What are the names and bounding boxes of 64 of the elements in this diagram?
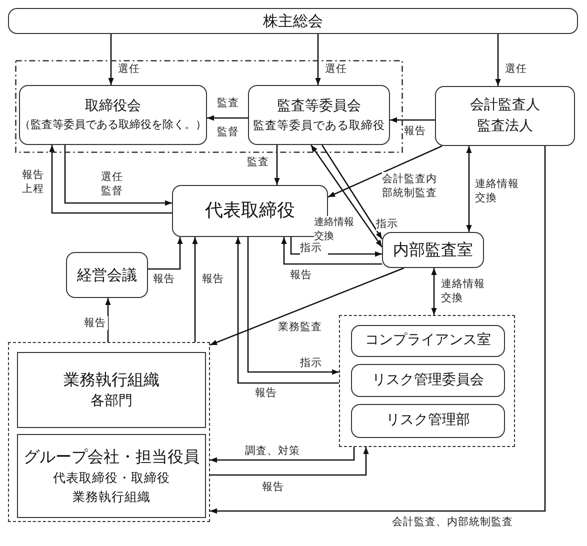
rounded-box: [435, 86, 575, 146]
process-box: [17, 352, 206, 428]
box-title: 取締役会: [85, 98, 141, 116]
edge-label: 連絡情報交換: [475, 177, 519, 205]
process-box: [17, 434, 206, 518]
box-title: グループ会社・担当役員: [24, 447, 200, 468]
box-title: 内部監査室: [393, 240, 473, 260]
box-title: 監査等委員会: [277, 98, 361, 116]
box-title: 株主総会: [263, 12, 323, 30]
group-frame: [15, 60, 403, 153]
arrow: [64, 145, 172, 206]
edge-label: 選任監督: [101, 170, 125, 198]
box-subtitle: （監査等委員である取締役を除く。）: [20, 118, 206, 132]
box-title: 代表取締役: [205, 200, 295, 222]
box-title: リスク管理委員会: [372, 372, 484, 390]
box-subtitle: 各部門: [90, 392, 132, 410]
edge-label: 報告: [84, 316, 108, 330]
arrow: [105, 298, 111, 342]
arrow: [210, 447, 355, 463]
arrow: [328, 145, 442, 198]
box-title: リスク管理部: [386, 412, 470, 430]
rounded-box: [66, 252, 148, 298]
box-subtitle: 業務執行組織: [72, 489, 150, 505]
box-subtitle: 監査法人: [477, 118, 533, 135]
edge-label: 報告上程: [22, 168, 46, 196]
group-frame: [8, 342, 210, 522]
arrow: [390, 117, 435, 123]
arrow: [247, 237, 339, 375]
arrow: [192, 237, 198, 342]
rounded-box: [351, 404, 505, 438]
edge-label: 報告: [153, 272, 177, 286]
edge-label: 連絡情報交換: [441, 277, 485, 305]
rounded-box: [19, 85, 207, 145]
rounded-box: [382, 232, 484, 268]
arrow: [235, 237, 339, 384]
arrow: [207, 115, 248, 121]
arrow: [281, 237, 382, 265]
arrow: [274, 145, 280, 185]
arrow: [210, 267, 404, 346]
group-frame: [339, 315, 515, 447]
arrow: [210, 447, 369, 476]
rounded-box: [8, 8, 578, 34]
edge-label: 報告: [202, 272, 226, 286]
arrow: [148, 237, 183, 270]
rounded-box: [248, 85, 390, 145]
box-title: 業務執行組織: [64, 370, 160, 390]
box-title: 会計監査人: [470, 97, 540, 114]
rounded-box: [351, 364, 505, 397]
arrow: [49, 145, 172, 214]
rounded-box: [351, 325, 505, 357]
arrow: [315, 34, 321, 85]
arrow: [495, 34, 501, 86]
box-subtitle: 代表取締役・取締役: [53, 470, 170, 486]
arrow: [321, 144, 383, 240]
box-title: コンプライアンス室: [365, 332, 491, 350]
edge-label: 連絡情報交換: [314, 216, 356, 244]
arrow: [210, 146, 546, 514]
edge-label: 指示: [300, 241, 328, 255]
arrow: [310, 144, 383, 248]
arrow: [466, 146, 472, 232]
box-title: 経営会議: [77, 266, 137, 284]
arrow: [108, 34, 114, 85]
box-subtitle: 監査等委員である取締役: [253, 118, 385, 132]
arrow: [431, 268, 437, 315]
